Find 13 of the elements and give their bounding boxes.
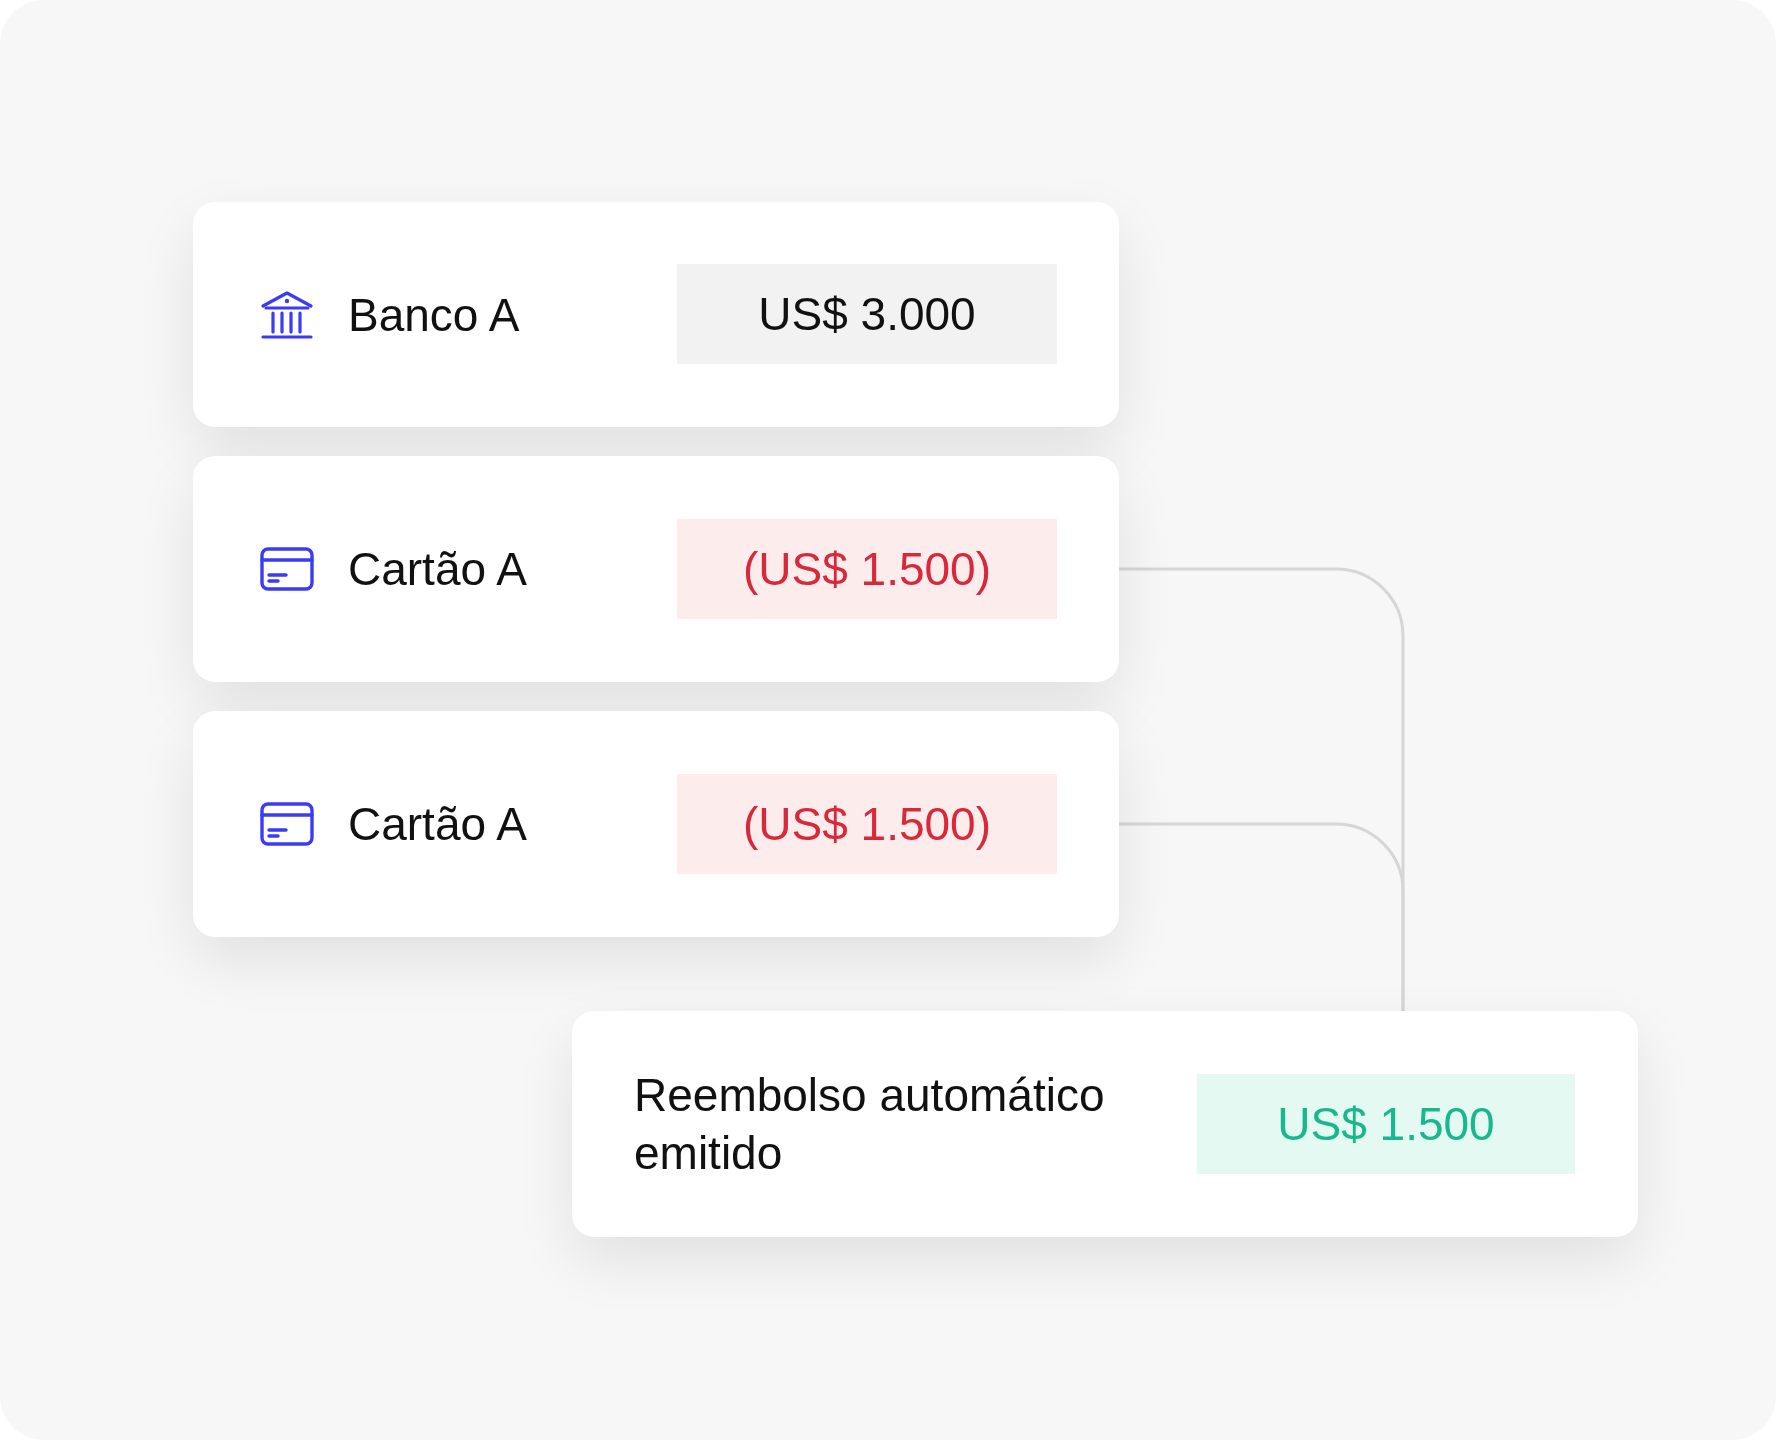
account-card — [193, 202, 1119, 427]
amount-tag: US$ 3.000 — [677, 264, 1057, 364]
amount-tag: (US$ 1.500) — [677, 774, 1057, 874]
amount-tag: US$ 1.500 — [1197, 1074, 1575, 1174]
account-card — [193, 711, 1119, 937]
entry-label: Reembolso automático emitido — [634, 1068, 1106, 1181]
entry-label: Cartão A — [348, 542, 527, 597]
entry-label: Cartão A — [348, 797, 527, 852]
amount-tag: (US$ 1.500) — [677, 519, 1057, 619]
account-card — [572, 1011, 1638, 1237]
connector-line — [1119, 822, 1405, 1011]
entry-label: Banco A — [348, 287, 520, 343]
account-card — [193, 456, 1119, 682]
